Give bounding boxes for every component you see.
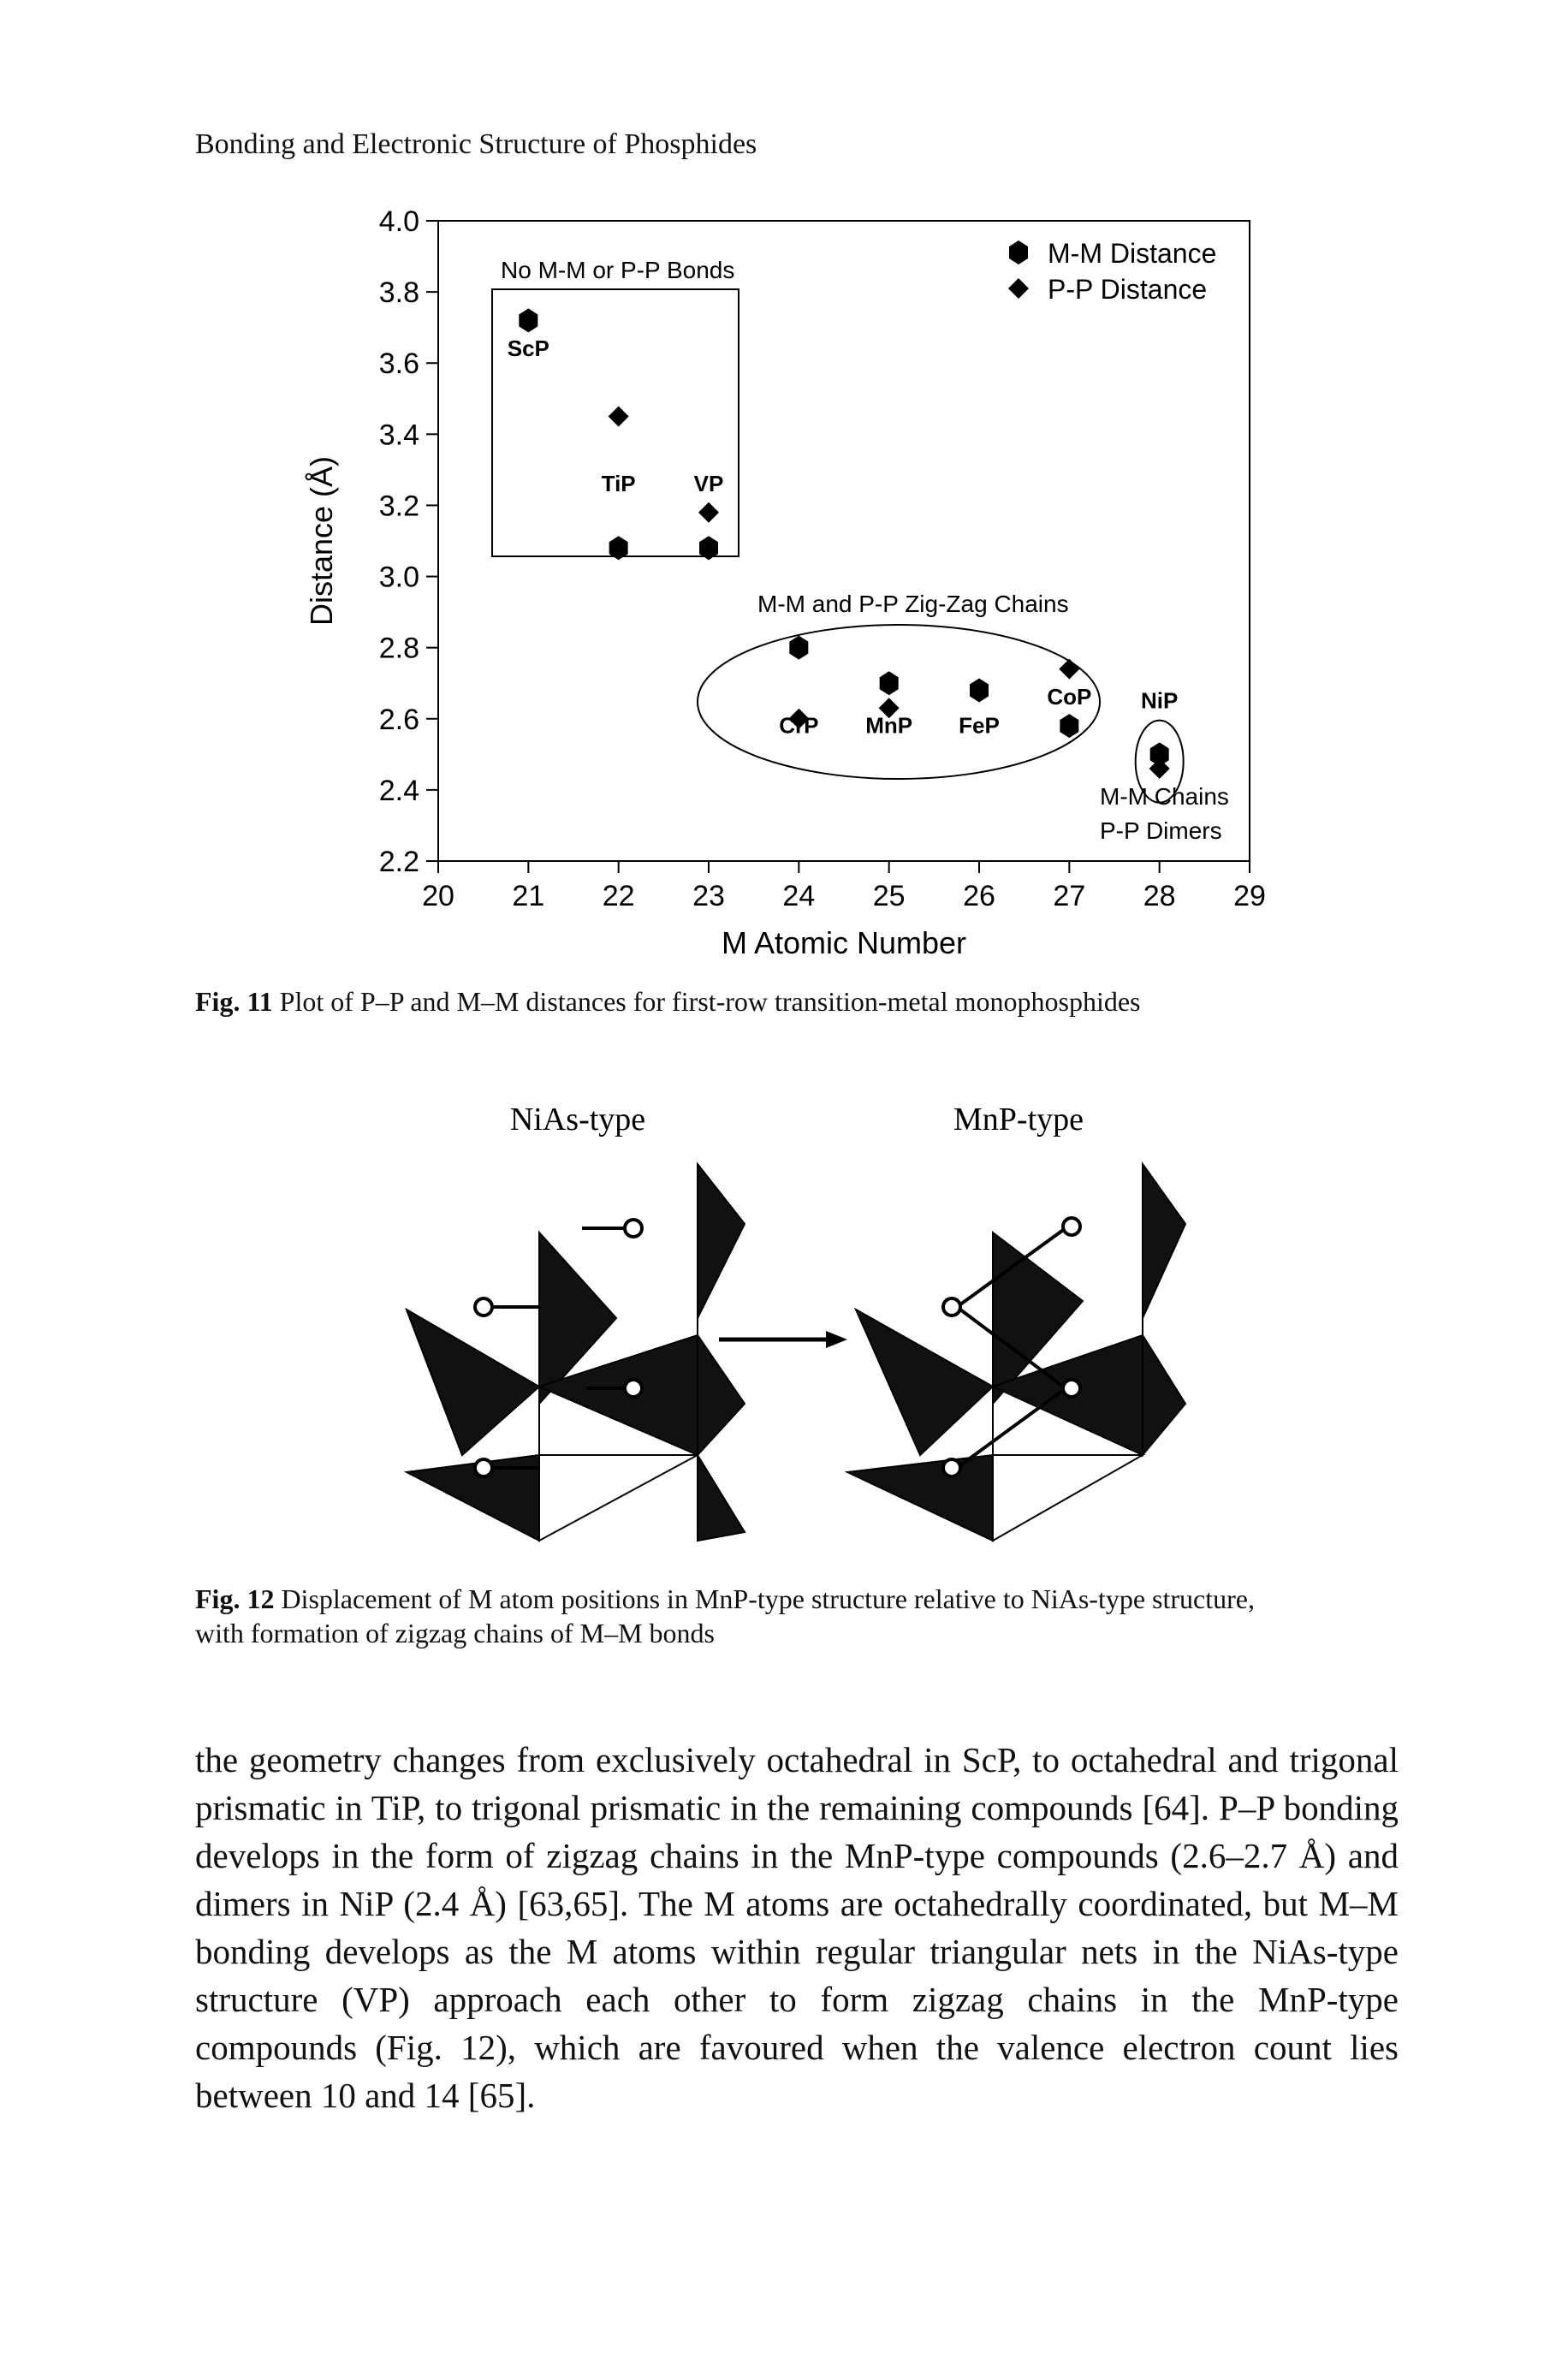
y-tick-label: 3.4 [379,419,419,451]
legend-pp-label: P-P Distance [1048,274,1207,305]
point-label: FeP [959,712,1000,738]
body-paragraph: the geometry changes from exclusively oc… [195,1736,1399,2119]
point-label: CrP [779,712,818,738]
transform-arrow [719,1331,847,1348]
y-tick-label: 2.2 [379,846,419,878]
point-label: VP [694,471,724,496]
mnp-prism-right-top [1142,1161,1187,1319]
no-bonds-box [491,288,739,557]
mm-distance-point [879,671,899,696]
niass-prism-right-top [697,1161,746,1319]
fig12-diagram: NiAs-type MnP-type [403,1102,1187,1542]
niass-prism-right-bottom [697,1452,746,1542]
pp-distance-point [788,708,810,729]
mm-distance-point [699,536,718,561]
fig11-chart: 20 21 22 23 24 25 26 27 28 29 2.2 2.4 2.6 2.8 3.0 3.2 3.… [304,205,1266,960]
mnp-octahedron-left [853,1307,995,1457]
pp-distance-point [608,406,629,427]
point-label: TiP [602,471,636,496]
annotation-mm-chains: M-M Chains [1100,783,1229,810]
mm-distance-point [519,308,538,333]
annotation-zigzag: M-M and P-P Zig-Zag Chains [757,591,1069,617]
pp-distance-point [878,698,900,719]
zigzag-chains-ellipse [697,624,1101,780]
x-tick-label: 29 [1233,880,1266,912]
y-tick-label: 2.6 [379,704,419,736]
x-tick-label: 26 [963,880,995,912]
pp-distance-point [1149,757,1170,779]
legend-mm-label: M-M Distance [1048,238,1216,269]
annotation-no-bonds: No M-M or P-P Bonds [501,257,734,283]
point-label: NiP [1141,687,1178,713]
x-tick-label: 27 [1053,880,1085,912]
point-label: MnP [865,712,912,738]
fig11-caption: Fig. 11 Plot of P–P and M–M distances fo… [195,984,1393,1019]
x-tick-label: 25 [873,880,906,912]
x-tick-label: 21 [512,880,544,912]
fig12-caption: Fig. 12 Displacement of M atom positions… [195,1582,1393,1650]
mm-distance-point [970,678,989,703]
y-tick-label: 3.6 [379,347,419,380]
fig11-caption-text: Plot of P–P and M–M distances for first-… [279,986,1141,1017]
x-tick-label: 28 [1143,880,1176,912]
x-tick-label: 22 [603,880,635,912]
niass-prism-right-mid [697,1332,746,1458]
legend-pp-marker [1008,278,1029,299]
mm-distance-point [1060,714,1079,739]
pp-distance-point [698,502,719,523]
mm-distance-point [609,536,628,561]
y-tick-label: 3.8 [379,276,419,309]
point-label: ScP [508,336,549,361]
mm-distance-point [789,635,809,660]
x-tick-label: 23 [692,880,725,912]
fig11-caption-label: Fig. 11 [195,986,273,1017]
niass-octahedron-left [405,1307,541,1457]
mm-distance-point [1149,742,1169,767]
fig12-caption-label: Fig. 12 [195,1583,275,1614]
mnp-triangle-lower [992,1454,1146,1542]
y-tick-label: 3.0 [379,561,419,594]
x-axis-label: M Atomic Number [722,925,966,960]
mnp-octahedron-bottom [844,1453,994,1542]
y-tick-label: 3.2 [379,490,419,522]
y-axis-label: Distance (Å) [304,456,339,626]
x-tick-label: 24 [782,880,815,912]
annotation-pp-dimers: P-P Dimers [1100,817,1222,844]
x-tick-label: 20 [422,880,454,912]
mnp-zigzag-chain [941,1216,1082,1478]
chart-point-labels: ScP TiP VP CrP MnP FeP CoP NiP [508,336,1179,738]
niass-atoms [473,1218,644,1478]
y-tick-label: 2.8 [379,633,419,665]
legend-mm-marker [1009,241,1028,264]
niass-triangle-lower [538,1454,698,1542]
mnp-prism-right-mid [1142,1332,1187,1458]
fig12-label-right: MnP-type [953,1102,1084,1138]
fig12-caption-line1: Displacement of M atom positions in MnP-… [281,1583,1255,1614]
chart-axes: 20 21 22 23 24 25 26 27 28 29 2.2 2.4 2.6 2.8 3.0 3.2 3.… [304,205,1266,960]
y-tick-label: 4.0 [379,205,419,238]
niass-structure [403,1161,746,1542]
point-label: CoP [1047,684,1091,710]
y-tick-label: 2.4 [379,775,419,807]
body-paragraph-text: the geometry changes from exclusively oc… [195,1740,1399,2115]
fig12-caption-line2: with formation of zigzag chains of M–M b… [195,1618,715,1648]
running-head: Bonding and Electronic Structure of Phos… [195,128,757,160]
plot-frame [437,220,1250,862]
nip-ellipse [1134,719,1185,804]
fig12-label-left: NiAs-type [510,1102,645,1138]
